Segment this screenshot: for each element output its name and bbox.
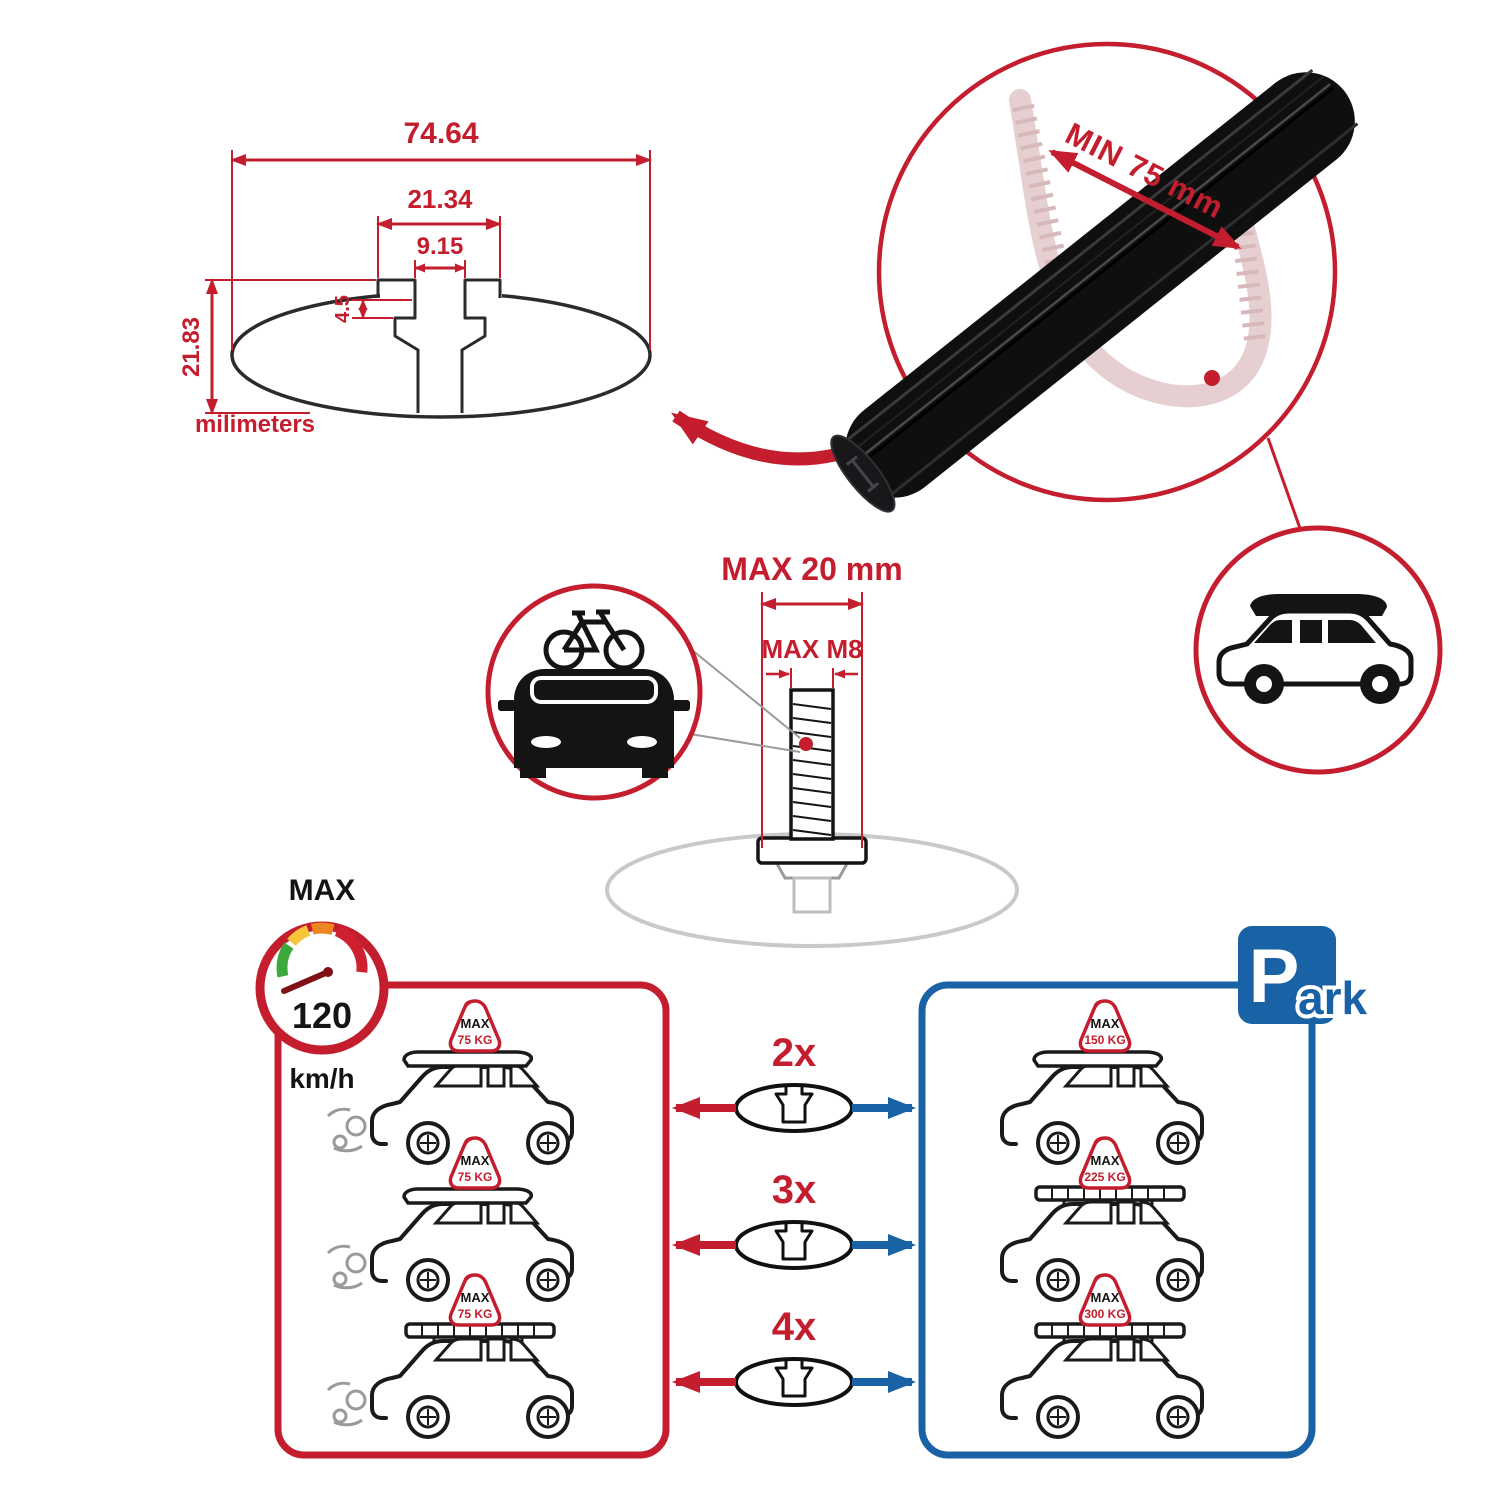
callout-connector [1266, 437, 1304, 535]
roof-box-icon [402, 1187, 534, 1205]
gauge-arc-yellow [287, 925, 311, 947]
park-sign-square [1238, 926, 1336, 1024]
dim-slot-width-label: 9.15 [417, 233, 464, 260]
load-flag-driving-3: MAX 75 KG [448, 1273, 502, 1327]
ghost-ubolt-thread-left [1012, 103, 1069, 275]
adapter-plate [756, 836, 868, 865]
flag-tag [1078, 999, 1132, 1053]
dim-units-label: milimeters [195, 411, 315, 438]
bolt-max-thread-label: MAX M8 [761, 634, 862, 664]
dim-ext-total-width [231, 150, 651, 350]
park-sign: P ark [1238, 926, 1371, 1028]
bolt-max-width-label: MAX 20 mm [721, 551, 902, 587]
flag-tag [1078, 1136, 1132, 1190]
roofbox-car-callout [1193, 437, 1443, 775]
gauge-hub [323, 967, 333, 977]
flag-max-label: MAX [1091, 1153, 1120, 1168]
quantity-row-1: 2x [672, 1031, 916, 1133]
park-sign-ark: ark [1298, 972, 1367, 1024]
load-flag-parked-3: MAX 300 KG [1078, 1273, 1132, 1327]
speed-unit: km/h [289, 1063, 354, 1094]
adapter-stem [792, 876, 832, 914]
quantity-row-2: 3x [672, 1168, 916, 1270]
dim-ext-total-height [205, 279, 376, 414]
callout-line-bottom [689, 733, 801, 753]
profile-mask [380, 286, 502, 300]
flag-kg-label: 75 KG [458, 1170, 493, 1184]
flag-max-label: MAX [461, 1290, 490, 1305]
crossbar-profile-icon [734, 1083, 854, 1133]
bike-car-callout [485, 583, 703, 801]
dim-cavity-width-label: 21.34 [407, 184, 473, 214]
crossbar-profile-icon [734, 1220, 854, 1270]
speed-value: 120 [292, 995, 352, 1036]
roof-box-icon [1032, 1050, 1164, 1068]
roof-box-icon [402, 1050, 534, 1068]
flag-max-label: MAX [1091, 1290, 1120, 1305]
flag-tag [448, 1136, 502, 1190]
load-flag-parked-1: MAX 150 KG [1078, 999, 1132, 1053]
min-span-arrow [1048, 149, 1242, 250]
profile-dimension-drawing: 74.64 21.34 9.15 4.5 21.83 milimeters [178, 117, 652, 438]
gauge-arc-green [276, 942, 294, 978]
flag-kg-label: 150 KG [1084, 1033, 1125, 1047]
quantity-row-3: 4x [672, 1305, 916, 1407]
park-sign-p: P [1249, 934, 1300, 1019]
load-flag-parked-2: MAX 225 KG [1078, 1136, 1132, 1190]
magnifier-circle [876, 41, 1338, 503]
dim-total-width-label: 74.64 [403, 117, 478, 150]
bike-icon [543, 609, 645, 671]
load-flag-driving-1: MAX 75 KG [448, 999, 502, 1053]
bolt-point-dot [799, 737, 813, 751]
crossbar-profile-icon [734, 1357, 854, 1407]
attachment-point-dot [1204, 370, 1220, 386]
quantity-label: 3x [772, 1168, 817, 1212]
flag-kg-label: 225 KG [1084, 1170, 1125, 1184]
dim-lip-depth-label: 4.5 [332, 295, 354, 323]
flag-max-label: MAX [1091, 1016, 1120, 1031]
dim-ext-bolt-width [761, 592, 863, 848]
quantity-label: 2x [772, 1031, 817, 1075]
ghost-ubolt-icon [1009, 89, 1272, 408]
quantity-label: 4x [772, 1305, 817, 1349]
flag-kg-label: 300 KG [1084, 1307, 1125, 1321]
load-flag-driving-2: MAX 75 KG [448, 1136, 502, 1190]
car-front-icon [498, 669, 690, 778]
dim-ext-thread [790, 668, 834, 688]
crossbar-detail: MIN 75 mm [830, 41, 1359, 513]
flag-tag [1078, 1273, 1132, 1327]
suv-roofbox-icon [1216, 594, 1414, 704]
speed-gauge: MAX 120 km/h [255, 874, 389, 1094]
bolt-detail: MAX 20 mm MAX M8 [605, 551, 1019, 948]
flag-kg-label: 75 KG [458, 1307, 493, 1321]
callout-line-top [691, 649, 801, 739]
gauge-arc-red [334, 925, 368, 973]
flag-max-label: MAX [461, 1153, 490, 1168]
crossbar-bar-icon [830, 68, 1359, 513]
profile-ellipse [230, 291, 652, 419]
speed-max-label: MAX [289, 874, 356, 907]
dim-total-height-label: 21.83 [178, 317, 205, 377]
bolt-thread-lines [792, 703, 832, 836]
flag-tag [448, 999, 502, 1053]
flag-kg-label: 75 KG [458, 1033, 493, 1047]
profile-channel [376, 278, 502, 413]
flag-tag [448, 1273, 502, 1327]
flag-max-label: MAX [461, 1016, 490, 1031]
gauge-needle [281, 969, 331, 994]
gauge-arc-orange [310, 922, 335, 935]
